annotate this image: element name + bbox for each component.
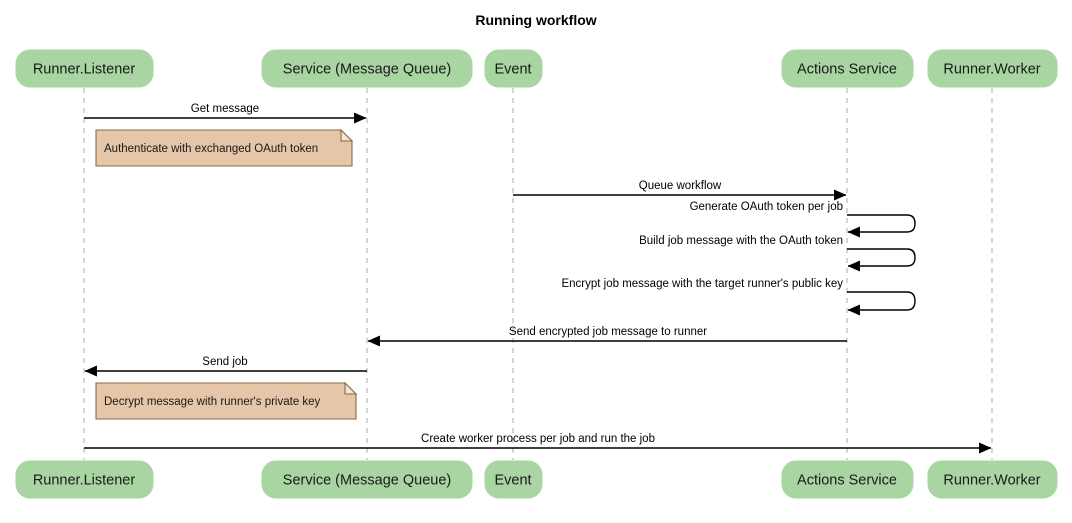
participant-label: Service (Message Queue)	[283, 61, 451, 77]
message-label: Build job message with the OAuth token	[639, 235, 843, 247]
note-text: Authenticate with exchanged OAuth token	[104, 143, 318, 155]
message-m1[interactable]: Get message	[84, 103, 367, 124]
participant-header-service_queue[interactable]: Service (Message Queue)	[261, 49, 473, 88]
message-label: Encrypt job message with the target runn…	[561, 278, 843, 290]
participant-box	[484, 460, 543, 499]
participant-footer-actions_service[interactable]: Actions Service	[781, 460, 914, 499]
message-m4[interactable]: Build job message with the OAuth token	[639, 235, 916, 272]
message-label: Send job	[202, 356, 247, 368]
participant-box	[927, 49, 1058, 88]
participant-label: Runner.Worker	[943, 472, 1040, 488]
participants-header-group: Runner.Listener Service (Message Queue) Ev…	[15, 49, 1058, 88]
page-title: Running workflow	[475, 12, 596, 28]
participant-header-actions_service[interactable]: Actions Service	[781, 49, 914, 88]
note-n2: Decrypt message with runner's private ke…	[95, 381, 358, 420]
participant-label: Actions Service	[797, 61, 897, 77]
message-label: Get message	[191, 103, 259, 115]
participant-label: Actions Service	[797, 472, 897, 488]
participant-label: Event	[494, 61, 531, 77]
participant-box	[927, 460, 1058, 499]
participant-box	[15, 49, 154, 88]
participant-header-runner_worker[interactable]: Runner.Worker	[927, 49, 1058, 88]
note-fold-corner	[340, 128, 354, 142]
note-body	[95, 382, 357, 420]
note-text: Decrypt message with runner's private ke…	[104, 396, 321, 408]
message-m3[interactable]: Generate OAuth token per job	[690, 201, 916, 238]
notes-group: Authenticate with exchanged OAuth tokenD…	[95, 128, 358, 420]
participant-box	[261, 49, 473, 88]
participant-box	[781, 49, 914, 88]
self-loop-path	[847, 248, 916, 272]
lifelines-group	[83, 88, 993, 460]
self-loop-path	[847, 291, 916, 316]
message-m5[interactable]: Encrypt job message with the target runn…	[561, 278, 916, 316]
participant-footer-runner_worker[interactable]: Runner.Worker	[927, 460, 1058, 499]
participant-header-runner_listener[interactable]: Runner.Listener	[15, 49, 154, 88]
note-fold-corner	[344, 381, 358, 395]
message-label: Create worker process per job and run th…	[421, 433, 655, 445]
participant-box	[15, 460, 154, 499]
message-m8[interactable]: Create worker process per job and run th…	[84, 433, 992, 454]
participant-header-event[interactable]: Event	[484, 49, 543, 88]
message-m6[interactable]: Send encrypted job message to runner	[367, 326, 847, 347]
participant-label: Service (Message Queue)	[283, 472, 451, 488]
message-m2[interactable]: Queue workflow	[513, 180, 847, 201]
participant-label: Runner.Listener	[33, 472, 136, 488]
participant-box	[484, 49, 543, 88]
participant-footer-runner_listener[interactable]: Runner.Listener	[15, 460, 154, 499]
participant-label: Runner.Worker	[943, 61, 1040, 77]
message-label: Generate OAuth token per job	[690, 201, 843, 213]
participant-footer-service_queue[interactable]: Service (Message Queue)	[261, 460, 473, 499]
note-n1: Authenticate with exchanged OAuth token	[95, 128, 354, 167]
participant-footer-event[interactable]: Event	[484, 460, 543, 499]
message-label: Queue workflow	[639, 180, 722, 192]
participant-box	[261, 460, 473, 499]
note-body	[95, 129, 353, 167]
participant-label: Event	[494, 472, 531, 488]
participants-footer-group: Runner.Listener Service (Message Queue) Ev…	[15, 460, 1058, 499]
message-label: Send encrypted job message to runner	[509, 326, 707, 338]
participant-label: Runner.Listener	[33, 61, 136, 77]
participant-box	[781, 460, 914, 499]
message-m7[interactable]: Send job	[84, 356, 367, 377]
self-loop-path	[847, 214, 916, 238]
